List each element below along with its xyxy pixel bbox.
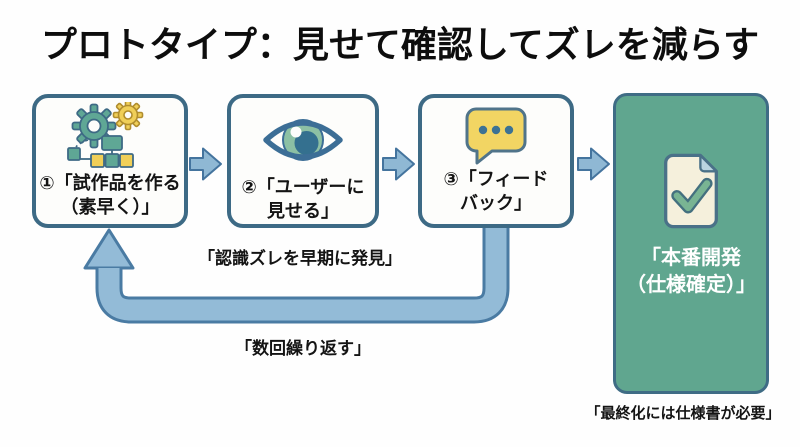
caption-early-detection: 「認識ズレを早期に発見」 <box>198 249 402 269</box>
step-box-2: ②「ユーザーに 見せる」 <box>227 94 379 228</box>
gears-flowchart-icon <box>67 102 144 168</box>
step-2-line-1: ②「ユーザーに <box>241 177 365 198</box>
step-box-3: ③「フィード バック」 <box>418 94 574 228</box>
step-1-line-2: （素早く）」 <box>60 196 160 218</box>
step-1-label: ①「試作品を作る （素早く）」 <box>39 172 180 220</box>
caption-spec-required: 「最終化には仕様書が必要」 <box>585 404 781 422</box>
step-2-line-2: 見せる」 <box>266 200 339 222</box>
flow-arrow-icon <box>189 147 222 181</box>
final-line-1: 「本番開発 <box>641 245 741 269</box>
step-3-line-1: ③「フィード <box>443 169 549 190</box>
step-2-label: ②「ユーザーに 見せる」 <box>242 176 365 224</box>
step-1-line-1: ①「試作品を作る <box>39 173 181 194</box>
final-box-production: 「本番開発 （仕様確定）」 <box>613 93 769 394</box>
caption-repeat: 「数回繰り返す」 <box>235 339 371 359</box>
speech-bubble-icon <box>465 107 527 165</box>
final-box-label: 「本番開発 （仕様確定）」 <box>626 244 756 298</box>
document-check-icon <box>664 153 718 229</box>
step-box-1: ①「試作品を作る （素早く）」 <box>32 94 188 228</box>
step-3-line-2: バック」 <box>459 192 532 214</box>
loop-back-arrow-icon <box>83 218 510 324</box>
final-line-2: （仕様確定）」 <box>626 272 756 296</box>
eye-icon <box>263 119 343 161</box>
page-title: プロトタイプ：見せて確認してズレを減らす <box>40 25 760 66</box>
flow-arrow-icon <box>382 147 415 181</box>
flow-arrow-icon <box>577 147 610 181</box>
step-3-label: ③「フィード バック」 <box>444 168 549 216</box>
